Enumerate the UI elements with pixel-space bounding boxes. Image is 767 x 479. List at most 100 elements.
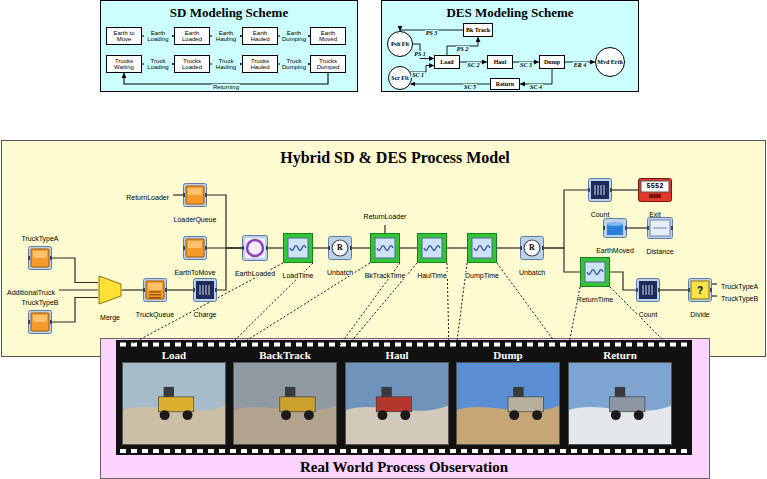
machine-wheel bbox=[160, 410, 170, 420]
entity-label: SC 1 bbox=[411, 72, 425, 78]
queue-bar bbox=[598, 185, 599, 195]
machine-cab bbox=[513, 387, 523, 397]
text-slot: Earth Hauled bbox=[243, 28, 277, 44]
sprocket-hole bbox=[164, 449, 170, 453]
block-port bbox=[165, 288, 167, 292]
photo-sky bbox=[345, 362, 449, 445]
activity-wave bbox=[474, 246, 490, 251]
node-label: Trucks Dumped bbox=[313, 58, 343, 71]
entity-label: SC 4 bbox=[529, 84, 543, 90]
block-icon bbox=[638, 178, 672, 202]
block-icon bbox=[467, 233, 497, 263]
text-slot: LoadTime bbox=[282, 264, 315, 282]
block-frame bbox=[468, 234, 497, 263]
sprocket-hole bbox=[285, 449, 291, 453]
machine-wheel bbox=[281, 410, 291, 420]
sprocket-hole bbox=[571, 343, 577, 347]
block-label: TruckTypeB bbox=[20, 299, 59, 306]
block-port bbox=[603, 226, 605, 230]
block-wire bbox=[52, 258, 98, 283]
sprocket-hole bbox=[186, 343, 192, 347]
sprocket-hole bbox=[285, 343, 291, 347]
stock-box: Earth Loaded bbox=[174, 27, 210, 45]
port-wire bbox=[59, 289, 98, 290]
port-wire bbox=[712, 295, 717, 296]
observation-link bbox=[233, 263, 370, 349]
block-port bbox=[193, 288, 195, 292]
sprocket-hole bbox=[450, 343, 456, 347]
photo-ground bbox=[233, 405, 337, 445]
queue-line bbox=[149, 297, 161, 298]
sprocket-hole bbox=[582, 343, 588, 347]
text-slot: ? bbox=[688, 278, 712, 302]
film-frame: Haul bbox=[345, 349, 449, 445]
node-label: Psh Flt bbox=[391, 41, 409, 47]
machine-body bbox=[376, 397, 411, 412]
source-fill bbox=[31, 249, 49, 267]
sprocket-hole bbox=[494, 343, 500, 347]
sprocket-hole bbox=[604, 449, 610, 453]
text-slot: Dump bbox=[540, 56, 564, 68]
port-label-slot: TruckTypeA bbox=[720, 275, 759, 293]
edge-label-slot: Truck Loading bbox=[144, 55, 172, 73]
source-block: EarthToMove bbox=[183, 236, 207, 260]
sprocket-hole bbox=[307, 449, 313, 453]
circle-shape bbox=[389, 67, 412, 90]
edge-label-slot: PS 1 bbox=[413, 42, 427, 60]
sprocket-hole bbox=[219, 343, 225, 347]
text-slot: Earth Loaded bbox=[175, 28, 209, 44]
node-label: Bk Track bbox=[466, 27, 490, 33]
block-frame bbox=[418, 234, 447, 263]
text-slot: Haul bbox=[345, 349, 449, 362]
port-label-slot: TruckTypeB bbox=[720, 287, 759, 305]
panel-title: SD Modeling Scheme bbox=[170, 5, 288, 20]
block-icon bbox=[417, 233, 447, 263]
activity-box: Return bbox=[490, 78, 520, 90]
text-slot: Trucks Hauled bbox=[243, 56, 277, 72]
activity-block: HaulTime bbox=[417, 233, 447, 263]
count-block: Count bbox=[588, 178, 612, 202]
sprocket-hole bbox=[516, 343, 522, 347]
queue-line bbox=[149, 291, 161, 292]
exit-block: 5552Exit bbox=[638, 178, 672, 202]
block-frame bbox=[371, 234, 400, 263]
node-label: Earth Moved bbox=[313, 30, 343, 43]
block-frame bbox=[144, 279, 167, 302]
block-symbol: 5552 bbox=[647, 183, 664, 191]
text-slot: Psh Flt bbox=[387, 31, 413, 57]
text-slot: Divide bbox=[689, 303, 710, 321]
sprocket-hole bbox=[417, 343, 423, 347]
activity-block: LoadTime bbox=[283, 233, 313, 263]
sprocket-hole bbox=[175, 449, 181, 453]
port-label: ReturnLoader bbox=[125, 194, 170, 201]
sprocket-hole bbox=[549, 343, 555, 347]
block-wire bbox=[217, 248, 242, 290]
flow-label: Earth Hauling bbox=[212, 30, 240, 43]
panel-ground bbox=[101, 339, 710, 479]
block-port bbox=[636, 288, 638, 292]
queue-bar bbox=[604, 185, 605, 195]
edge-label-slot: SC 3 bbox=[519, 53, 533, 71]
source-shine bbox=[148, 283, 162, 290]
block-port bbox=[625, 226, 627, 230]
activity-block: BkTrackTime bbox=[370, 233, 400, 263]
block-label: Count bbox=[590, 211, 611, 218]
text-slot: Haul bbox=[488, 56, 512, 68]
block-icon bbox=[28, 310, 52, 334]
node-label: Return bbox=[496, 81, 514, 87]
sprocket-hole bbox=[241, 449, 247, 453]
activity-box: Load bbox=[434, 55, 460, 69]
sprocket-hole bbox=[615, 343, 621, 347]
text-slot: TruckTypeA bbox=[20, 227, 59, 245]
sprocket-hole bbox=[153, 449, 159, 453]
source-shine bbox=[33, 315, 47, 322]
block-frame bbox=[184, 184, 207, 207]
sprocket-hole bbox=[626, 449, 632, 453]
block-icon bbox=[183, 236, 207, 260]
machine-body bbox=[158, 397, 193, 412]
entity-label: PS 1 bbox=[413, 51, 427, 57]
block-frame bbox=[29, 311, 52, 334]
node-label: Earth Hauled bbox=[245, 30, 275, 43]
merge-block: Merge bbox=[98, 275, 122, 305]
sprocket-hole bbox=[582, 449, 588, 453]
